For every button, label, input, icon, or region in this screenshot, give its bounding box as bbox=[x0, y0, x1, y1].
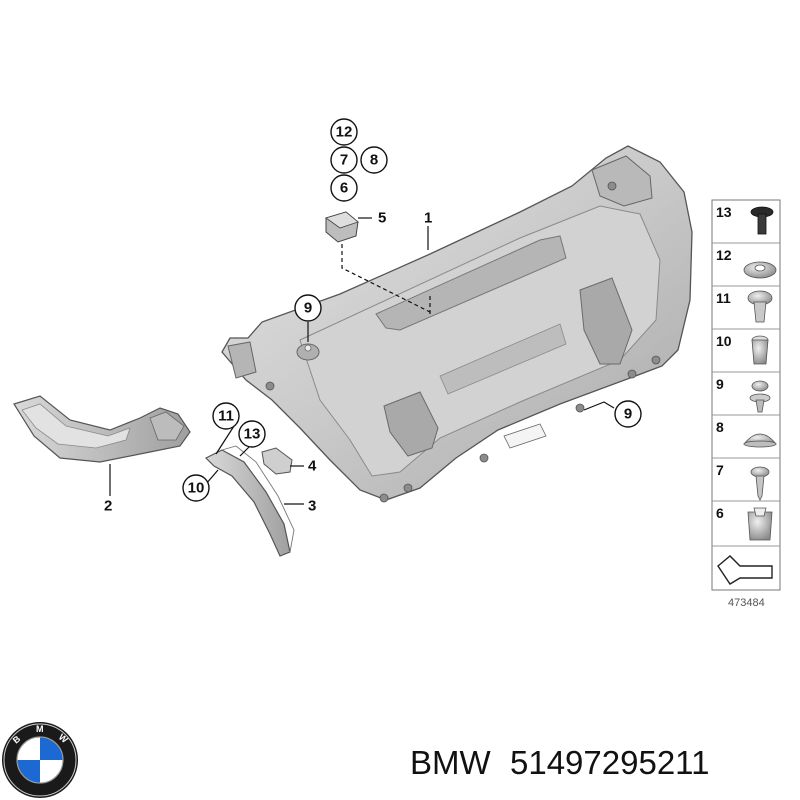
legend-num-12: 12 bbox=[716, 247, 732, 263]
legend-num-11: 11 bbox=[716, 290, 731, 306]
fastener-legend: 13 12 11 10 9 8 7 6 bbox=[711, 199, 781, 591]
part-number: 51497295211 bbox=[510, 744, 709, 781]
svg-text:11: 11 bbox=[218, 408, 234, 425]
callout-6: 6 bbox=[330, 174, 358, 202]
svg-text:9: 9 bbox=[624, 406, 632, 423]
svg-text:12: 12 bbox=[336, 124, 353, 141]
callout-8: 8 bbox=[360, 146, 388, 174]
callout-9-right: 9 bbox=[614, 400, 642, 428]
screw-icon bbox=[750, 466, 770, 501]
clip-nut-icon bbox=[747, 507, 773, 541]
label-1: 1 bbox=[424, 210, 432, 227]
legend-num-9: 9 bbox=[716, 376, 724, 392]
callout-7: 7 bbox=[330, 146, 358, 174]
callout-9-left: 9 bbox=[294, 294, 322, 322]
bmw-logo: B M W bbox=[2, 722, 78, 798]
brand-name: BMW bbox=[410, 744, 492, 781]
legend-num-6: 6 bbox=[716, 505, 724, 521]
rivet-icon bbox=[750, 206, 774, 235]
label-5: 5 bbox=[378, 210, 386, 227]
trunk-lid-trim-panel bbox=[221, 145, 693, 503]
callout-11: 11 bbox=[212, 402, 240, 430]
svg-text:8: 8 bbox=[370, 152, 378, 169]
svg-text:10: 10 bbox=[188, 480, 205, 497]
small-cover bbox=[261, 447, 293, 475]
washer-icon bbox=[743, 261, 777, 279]
svg-text:M: M bbox=[36, 724, 44, 734]
direction-arrow-icon bbox=[717, 555, 773, 585]
reference-number: 473484 bbox=[728, 597, 765, 609]
label-2: 2 bbox=[104, 498, 112, 515]
nut-part bbox=[325, 211, 359, 243]
legend-num-8: 8 bbox=[716, 419, 724, 435]
fir-tree-clip-icon bbox=[749, 380, 771, 413]
svg-text:7: 7 bbox=[340, 152, 348, 169]
label-3: 3 bbox=[308, 498, 316, 515]
svg-text:13: 13 bbox=[244, 426, 261, 443]
expansion-nut-icon bbox=[751, 335, 769, 365]
label-4: 4 bbox=[308, 458, 317, 475]
dome-washer-icon bbox=[743, 433, 777, 448]
svg-text:B: B bbox=[11, 733, 23, 745]
left-trim-piece bbox=[13, 395, 191, 463]
callout-10: 10 bbox=[182, 474, 210, 502]
legend-num-7: 7 bbox=[716, 462, 724, 478]
svg-text:6: 6 bbox=[340, 180, 348, 197]
legend-num-10: 10 bbox=[716, 333, 732, 349]
callout-12: 12 bbox=[330, 118, 358, 146]
legend-num-13: 13 bbox=[716, 204, 732, 220]
callout-13: 13 bbox=[238, 420, 266, 448]
leader-lines bbox=[109, 217, 615, 505]
curved-trim-strip bbox=[204, 445, 295, 557]
push-clip-icon bbox=[747, 290, 773, 323]
svg-text:9: 9 bbox=[304, 300, 312, 317]
